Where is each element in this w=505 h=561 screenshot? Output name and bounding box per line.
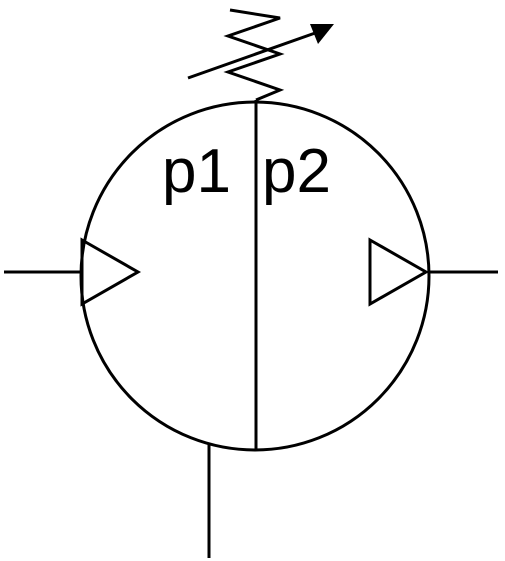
label-p2: p2	[262, 137, 331, 206]
spring-zigzag	[223, 8, 285, 102]
outlet-arrow-icon	[368, 237, 430, 307]
adjustment-arrow-head	[310, 24, 334, 44]
adjustable-spring-icon	[187, 8, 334, 102]
adjustment-arrow-shaft	[187, 30, 319, 80]
inlet-arrow-icon	[80, 237, 142, 307]
label-p1: p1	[162, 137, 231, 206]
